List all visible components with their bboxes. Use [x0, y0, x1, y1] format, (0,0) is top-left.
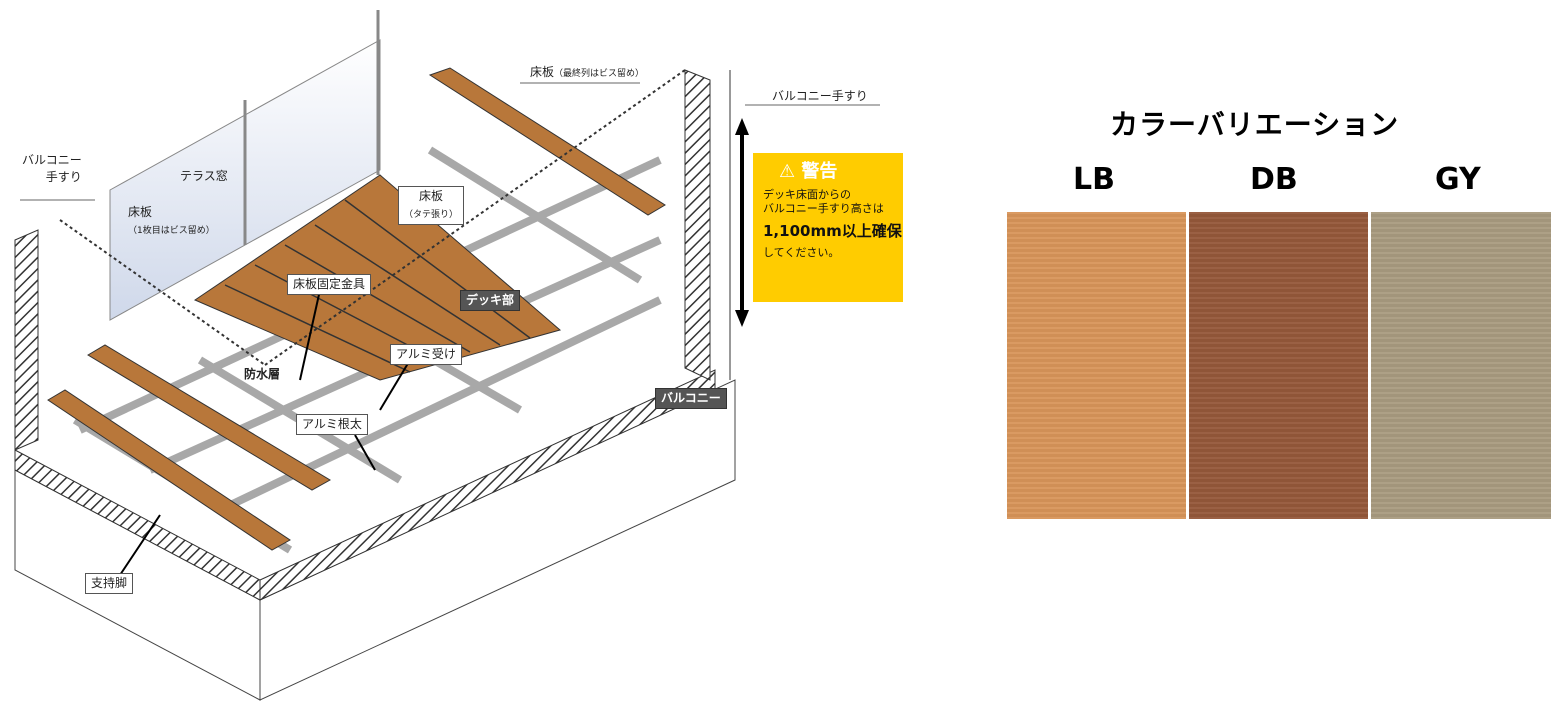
label-floorboard-last: 床板（最終列はビス留め）: [530, 64, 644, 81]
color-variation-title: カラーバリエーション: [1110, 108, 1400, 141]
label-waterproof-layer: 防水層: [244, 367, 281, 381]
warning-line2: バルコニー手すり高さは: [763, 202, 884, 216]
warning-box: ⚠ 警告 デッキ床面からのバルコニー手すり高さは 1,100mm以上確保 してく…: [753, 153, 903, 302]
swatch-lb: [1007, 212, 1186, 519]
label-note: （1枚目はビス留め）: [128, 226, 215, 237]
label-alum-support: アルミ受け: [390, 344, 462, 366]
warning-title-text: 警告: [801, 161, 838, 182]
label-railing-right: バルコニー手すり: [772, 89, 868, 103]
label-floorboard-vertical: 床板 （タテ張り）: [398, 186, 465, 225]
label-note: （タテ張り）: [404, 210, 459, 221]
right-wall-hatch: [684, 69, 711, 381]
warning-text: デッキ床面からのバルコニー手すり高さは: [763, 188, 893, 218]
warning-triangle-icon: ⚠: [779, 161, 796, 182]
deck-installation-illustration: [14, 10, 880, 701]
deck-part: [193, 174, 562, 381]
label-text: 床板: [128, 205, 153, 219]
label-alum-joist: アルミ根太: [296, 414, 368, 436]
swatch-db: [1189, 212, 1368, 519]
left-wall-hatch: [14, 229, 39, 451]
swatch-code-gy: GY: [1435, 162, 1481, 197]
warning-line1: デッキ床面からの: [763, 187, 851, 201]
swatch-code-db: DB: [1250, 162, 1298, 197]
label-text: 床板: [530, 65, 555, 79]
label-support-leg: 支持脚: [85, 573, 134, 595]
swatch-gy: [1371, 212, 1551, 519]
floorboard-first: [47, 389, 291, 551]
warning-emphasis: 1,100mm以上確保: [763, 222, 902, 241]
label-deck-part: デッキ部: [460, 290, 521, 312]
label-note: （最終列はビス留め）: [554, 69, 645, 79]
label-text: 床板: [419, 189, 444, 203]
label-railing-left: バルコニー 手すり: [22, 153, 82, 185]
swatch-code-lb: LB: [1073, 162, 1115, 197]
label-terrace-window: テラス窓: [180, 169, 228, 183]
label-floorboard-first: 床板 （1枚目はビス留め）: [128, 204, 215, 239]
label-balcony: バルコニー: [655, 388, 727, 410]
warning-title: ⚠ 警告: [763, 161, 893, 183]
warning-line3: してください。: [763, 246, 840, 260]
label-fixing-bracket: 床板固定金具: [287, 274, 372, 296]
floorboard-last: [428, 67, 666, 216]
